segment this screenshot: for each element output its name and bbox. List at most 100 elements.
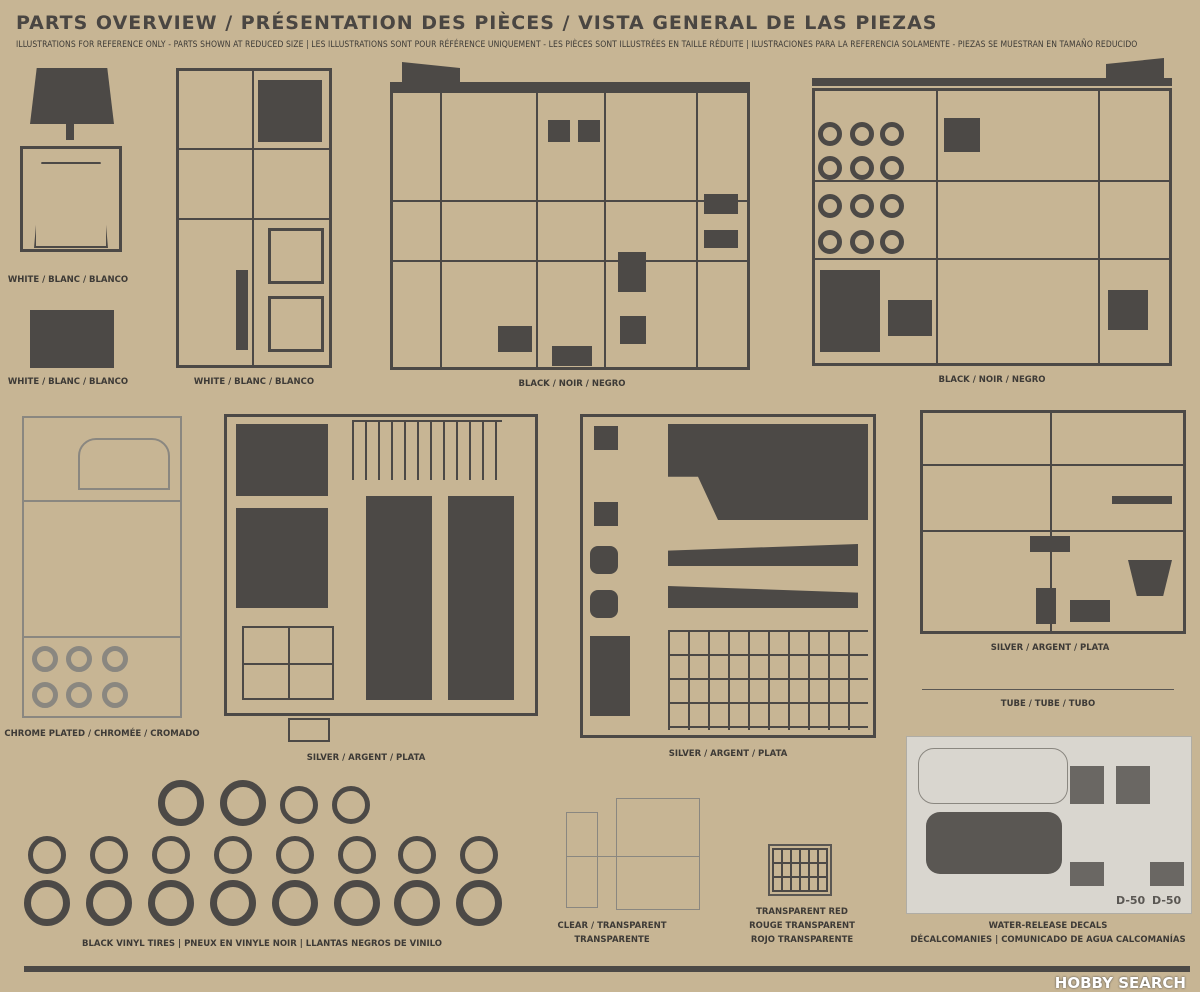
sprue-runner [22,636,182,638]
bottom-rule [24,966,1190,972]
silver3-part-d [1030,536,1070,552]
black-panel-d [1108,290,1148,330]
label-black-1: BLACK / NOIR / NEGRO [518,379,626,389]
silver-tab [288,718,330,742]
silver-panel-c [590,636,630,716]
black-panel-small [888,300,932,336]
page-subtitle: ILLUSTRATIONS FOR REFERENCE ONLY - PARTS… [16,40,1138,50]
black-part-b [578,120,600,142]
silver3-part-e [1112,496,1172,504]
white-sprue-door-2 [268,296,324,352]
cab-roof-stem [66,124,74,140]
silver-sprue-3 [920,410,1186,634]
label-white-1: WHITE / BLANC / BLANCO [7,275,129,285]
wheel-rim [850,122,874,146]
label-decals-2: DÉCALCOMANIES | COMUNICADO DE AGUA CALCO… [910,935,1186,945]
tire [86,880,132,926]
chrome-grille [78,438,170,490]
page-title: PARTS OVERVIEW / PRÉSENTATION DES PIÈCES… [16,12,938,34]
decal-d50-a: D-50 [1116,894,1146,907]
black-part-d [552,346,592,366]
tire [280,786,318,824]
chrome-hub [66,682,92,708]
silver-sprue-2 [580,414,876,738]
wheel-rim [818,156,842,180]
tire [28,836,66,874]
sprue-runner [536,90,538,370]
silver-strip-b [668,586,858,608]
silver3-part-c [1070,600,1110,622]
label-clear-2: TRANSPARENTE [574,935,650,945]
tire [456,880,502,926]
tire [460,836,498,874]
label-decals-1: WATER-RELEASE DECALS [988,921,1108,931]
silver-round-a [590,546,618,574]
watermark: HOBBY SEARCH [1054,974,1186,992]
transparent-red-sprue [768,844,832,896]
decal-badge [1150,862,1184,886]
tire [148,880,194,926]
silver-bed-b [448,496,514,700]
wheel-rim [880,230,904,254]
sprue-runner [696,90,698,370]
label-red-3: ROJO TRANSPARENTE [750,935,854,945]
chassis-rail-1-end [402,62,460,82]
sprue-runner [390,200,750,202]
sprue-runner [390,260,750,262]
wheel-rim [880,122,904,146]
label-tires: BLACK VINYL TIRES | PNEUX EN VINYLE NOIR… [81,939,443,949]
chassis-rail-2 [812,78,1172,86]
tire [332,786,370,824]
wheel-rim [850,230,874,254]
tire [272,880,318,926]
wheel-rim [880,194,904,218]
chassis-rail-2-end [1106,58,1164,78]
silver3-part-b [1036,588,1056,624]
black-part-h [620,316,646,344]
black-part-g [704,230,738,248]
clear-sprue-tree [616,798,700,910]
silver-frame [242,626,334,700]
sprue-runner [440,90,442,370]
wheel-rim [818,194,842,218]
silver-strip-a [668,544,858,566]
white-bottom-part [30,310,114,368]
label-red-1: TRANSPARENT RED [756,907,848,917]
sprue-runner [176,148,332,150]
silver-grille [352,420,502,480]
tire [24,880,70,926]
silver-sprue-1 [224,414,538,716]
chrome-hub [66,646,92,672]
sprue-runner [566,856,700,857]
black-part-a [548,120,570,142]
black-panel-c [944,118,980,152]
clear-sprue [566,812,598,908]
chrome-hub [102,646,128,672]
black-sprue-2 [812,88,1172,366]
label-silver-3: SILVER / ARGENT / PLATA [990,643,1110,653]
tube-part [922,689,1174,690]
decal-windshield [926,812,1062,874]
tire [394,880,440,926]
tire [210,880,256,926]
wheel-rim [850,156,874,180]
decal-logo [1116,766,1150,804]
decal-logo [1070,766,1104,804]
tire [398,836,436,874]
sprue-runner [176,218,332,220]
silver-bed-a [366,496,432,700]
silver-panel-b [236,508,328,608]
silver-block-a [594,426,618,450]
wheel-rim [818,122,842,146]
black-sprue-1 [390,90,750,370]
tire [158,780,204,826]
sprue-runner [812,258,1172,260]
decal-windshield-outline [918,748,1068,804]
sprue-runner [22,500,182,502]
white-sprue-bar [236,270,248,350]
label-white-2: WHITE / BLANC / BLANCO [7,377,129,387]
label-tube: TUBE / TUBE / TUBO [1000,699,1096,709]
white-sprue-door [268,228,324,284]
wheel-rim [818,230,842,254]
chassis-rail-1 [390,82,750,90]
